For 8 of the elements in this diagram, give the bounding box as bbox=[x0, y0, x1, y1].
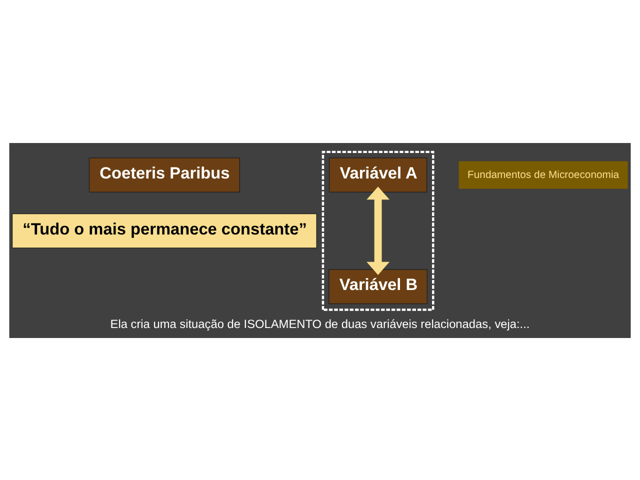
label: Fundamentos de Microeconomia bbox=[468, 169, 620, 180]
caption: Ela cria uma situação de ISOLAMENTO de duas variáveis relacionadas, veja:... bbox=[110, 316, 530, 331]
arrow bbox=[366, 186, 390, 274]
node-box: Coeteris Paribus bbox=[88, 157, 240, 192]
cluster bbox=[322, 150, 434, 310]
node-box: “Tudo o mais permanece constante” bbox=[12, 212, 318, 248]
node-box: Variável B bbox=[328, 268, 428, 304]
node-box: Variável A bbox=[328, 157, 428, 192]
